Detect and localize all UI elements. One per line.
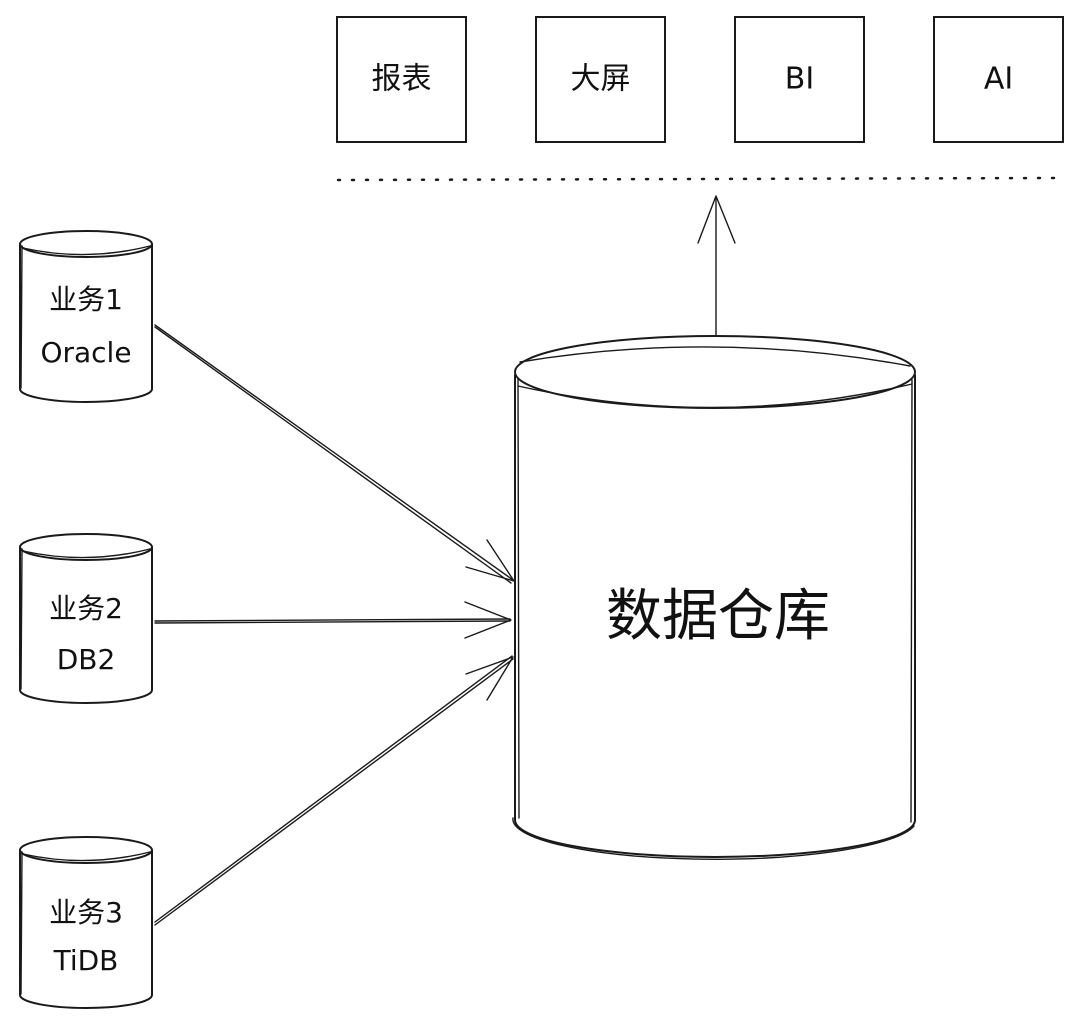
dotted-divider xyxy=(336,176,1062,182)
consumer-label: BI xyxy=(785,62,814,97)
consumer-box-dashboard: 大屏 xyxy=(535,16,666,143)
source-db-type: TiDB xyxy=(53,944,119,977)
source-db-type: Oracle xyxy=(40,336,131,369)
consumer-label: 大屏 xyxy=(571,62,631,97)
source-name: 业务3 xyxy=(49,896,123,929)
warehouse-to-consumers-arrow xyxy=(697,195,736,336)
source-name: 业务1 xyxy=(49,283,123,316)
data-warehouse-cylinder: 数据仓库 xyxy=(512,335,916,860)
source-name: 业务2 xyxy=(49,592,123,625)
consumer-box-ai: AI xyxy=(933,16,1064,143)
source2-to-warehouse-arrow xyxy=(154,601,512,639)
source-db-oracle: 业务1 Oracle xyxy=(19,230,153,403)
consumer-label: AI xyxy=(984,62,1013,97)
consumer-box-bi: BI xyxy=(734,16,865,143)
source1-to-warehouse-arrow xyxy=(154,324,515,584)
source3-to-warehouse-arrow xyxy=(154,655,514,926)
consumer-box-report: 报表 xyxy=(336,16,467,143)
source-db-type: DB2 xyxy=(57,643,116,676)
source-db-db2: 业务2 DB2 xyxy=(19,533,153,704)
warehouse-label: 数据仓库 xyxy=(606,584,830,649)
source-db-tidb: 业务3 TiDB xyxy=(19,836,153,1009)
consumer-label: 报表 xyxy=(372,62,432,97)
